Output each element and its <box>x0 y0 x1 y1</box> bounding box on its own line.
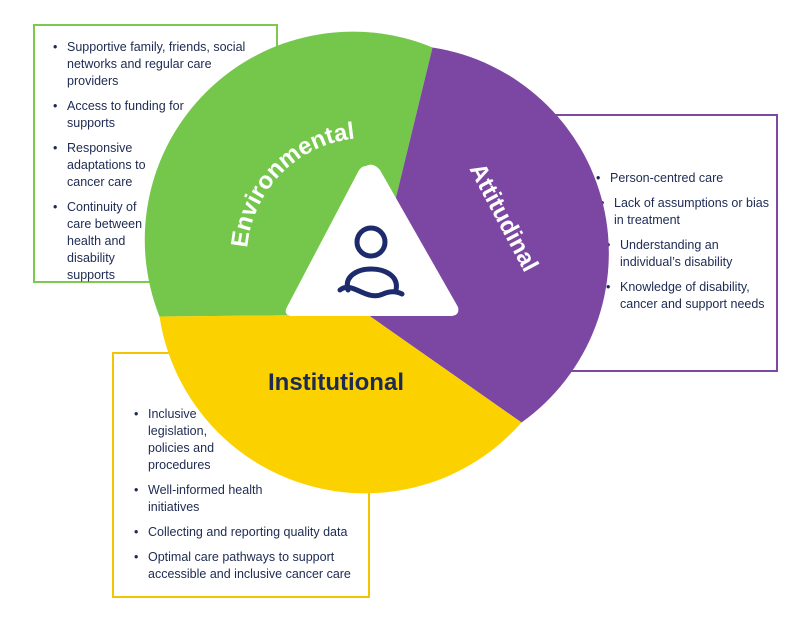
list-item: Knowledge of disability, cancer and supp… <box>606 279 770 313</box>
list-item: Collecting and reporting quality data <box>134 524 362 541</box>
center-triangle <box>285 164 459 316</box>
person-icon <box>337 225 405 299</box>
list-item: Continuity of care between health and di… <box>53 199 157 284</box>
environmental-list: Supportive family, friends, social netwo… <box>53 39 268 284</box>
institutional-label: Institutional <box>268 369 404 396</box>
list-item: Person-centred care <box>596 170 770 187</box>
list-item: Lack of assumptions or bias in treatment <box>600 195 770 229</box>
institutional-list: Inclusive legislation, policies and proc… <box>134 406 362 583</box>
list-item: Well-informed health initiatives <box>134 482 308 516</box>
list-item: Optimal care pathways to support accessi… <box>134 549 362 583</box>
list-item: Access to funding for supports <box>53 98 197 132</box>
list-item: Inclusive legislation, policies and proc… <box>134 406 238 474</box>
list-item: Supportive family, friends, social netwo… <box>53 39 257 90</box>
attitudinal-segment <box>367 47 609 423</box>
attitudinal-list: Person-centred care Lack of assumptions … <box>596 170 770 313</box>
list-item: Responsive adaptations to cancer care <box>53 140 157 191</box>
institutional-segment <box>159 314 522 494</box>
list-item: Understanding an individual’s disability <box>606 237 745 271</box>
